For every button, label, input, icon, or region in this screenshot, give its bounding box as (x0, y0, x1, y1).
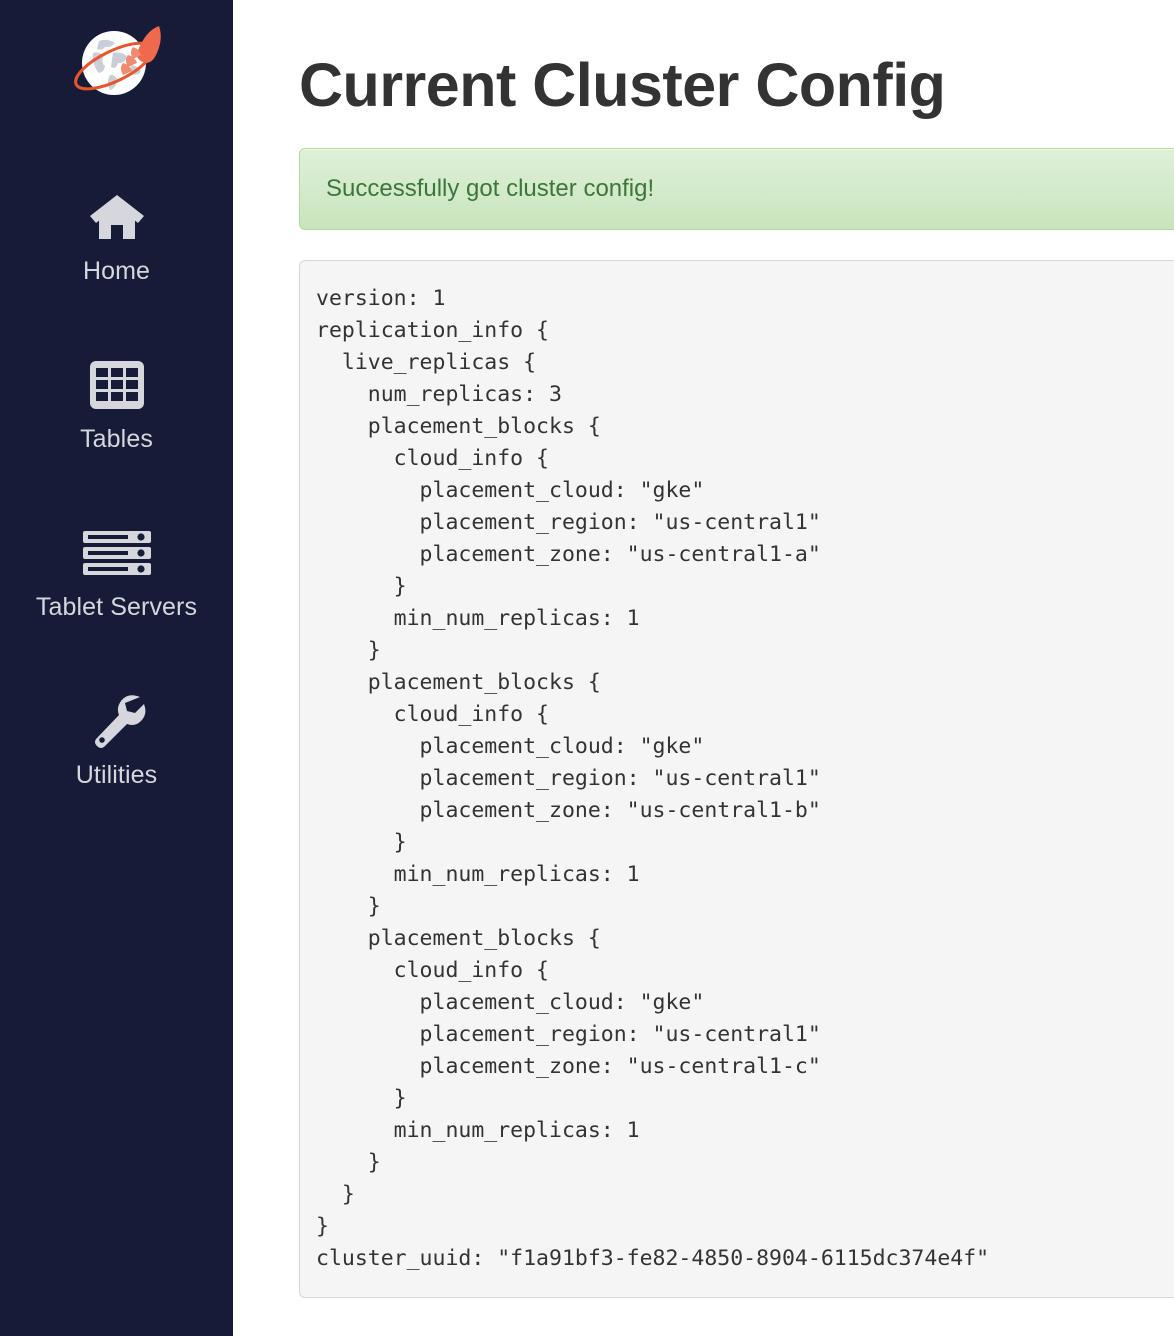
sidebar-item-label: Home (82, 257, 151, 285)
sidebar-item-tablet-servers[interactable]: Tablet Servers (0, 522, 233, 622)
table-grid-icon (89, 354, 145, 416)
status-banner-text: Successfully got cluster config! (326, 175, 655, 202)
app-logo[interactable] (63, 18, 171, 114)
sidebar: Home Tables (0, 0, 233, 1336)
sidebar-item-utilities[interactable]: Utilities (0, 690, 233, 790)
status-banner-success: Successfully got cluster config! (299, 148, 1174, 230)
sidebar-item-label: Tablet Servers (35, 593, 198, 621)
cluster-config-panel: version: 1 replication_info { live_repli… (299, 260, 1174, 1298)
home-icon (88, 186, 146, 248)
sidebar-item-home[interactable]: Home (0, 186, 233, 286)
main-content: Current Cluster Config Successfully got … (233, 0, 1174, 1336)
page-title: Current Cluster Config (299, 51, 946, 119)
sidebar-item-tables[interactable]: Tables (0, 354, 233, 454)
wrench-icon (88, 690, 146, 752)
cluster-config-text[interactable]: version: 1 replication_info { live_repli… (316, 286, 990, 1271)
sidebar-item-label: Tables (80, 425, 153, 453)
sidebar-item-label: Utilities (75, 761, 158, 789)
yugabyte-rocket-globe-logo-svg (73, 26, 161, 95)
server-rack-icon (82, 522, 152, 584)
